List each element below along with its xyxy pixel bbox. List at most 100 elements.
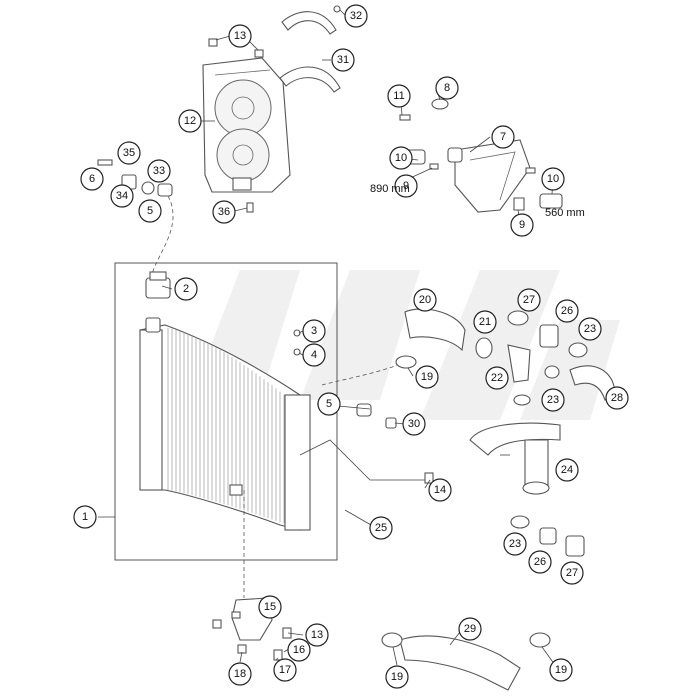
lower-fittings: [510, 515, 585, 557]
y-hose: [469, 422, 561, 495]
callout-5-left: 5: [138, 199, 162, 223]
svg-text:18: 18: [234, 668, 246, 680]
callout-9-left: 9: [394, 174, 418, 198]
callout-21: 21: [473, 310, 497, 334]
callout-23-lower: 23: [503, 532, 527, 556]
svg-text:12: 12: [184, 115, 196, 127]
svg-text:13: 13: [234, 30, 246, 42]
svg-text:6: 6: [89, 173, 95, 185]
upper-hose-group: [404, 308, 616, 406]
callout-29: 29: [458, 617, 482, 641]
svg-text:19: 19: [391, 671, 403, 683]
svg-text:22: 22: [491, 372, 503, 384]
callout-22: 22: [485, 366, 509, 390]
callout-18: 18: [228, 662, 252, 686]
svg-text:15: 15: [264, 601, 276, 613]
svg-text:8: 8: [444, 82, 450, 94]
callout-13-top: 13: [228, 24, 252, 48]
svg-text:34: 34: [116, 190, 128, 202]
svg-text:19: 19: [555, 664, 567, 676]
svg-text:5: 5: [326, 398, 332, 410]
callout-13-bottom: 13: [305, 623, 329, 647]
callout-7: 7: [491, 125, 515, 149]
callout-12: 12: [178, 109, 202, 133]
callout-34: 34: [110, 184, 134, 208]
svg-text:11: 11: [393, 90, 404, 102]
callout-28: 28: [605, 386, 629, 410]
callout-20: 20: [413, 288, 437, 312]
callout-19-lower-right: 19: [549, 658, 573, 682]
svg-text:20: 20: [419, 294, 431, 306]
svg-text:27: 27: [566, 567, 578, 579]
svg-text:2: 2: [183, 283, 189, 295]
callout-15: 15: [258, 595, 282, 619]
callout-35: 35: [117, 141, 141, 165]
fan-cover-parts: [279, 5, 341, 93]
callout-30: 30: [402, 412, 426, 436]
callout-11: 11: [387, 84, 411, 108]
svg-text:14: 14: [434, 484, 446, 496]
svg-text:5: 5: [147, 205, 153, 217]
callout-2: 2: [174, 277, 198, 301]
radiator-cap: [145, 271, 171, 299]
callout-27-upper: 27: [517, 288, 541, 312]
callout-19-upper: 19: [415, 365, 439, 389]
callout-5-right: 5: [317, 392, 341, 416]
callout-24: 24: [555, 458, 579, 482]
svg-text:32: 32: [350, 10, 362, 22]
svg-text:30: 30: [408, 418, 420, 430]
callout-4: 4: [302, 343, 326, 367]
svg-text:3: 3: [311, 325, 317, 337]
svg-text:1: 1: [82, 511, 88, 523]
callout-26-lower: 26: [528, 550, 552, 574]
leader-lines: [98, 9, 556, 666]
svg-text:26: 26: [561, 305, 573, 317]
callout-9-right: 9: [510, 213, 534, 237]
svg-text:23: 23: [547, 394, 559, 406]
svg-text:35: 35: [123, 147, 135, 159]
svg-text:21: 21: [479, 316, 491, 328]
callout-1: 1: [73, 505, 97, 529]
svg-text:7: 7: [500, 131, 506, 143]
lower-hose: [381, 632, 551, 691]
svg-text:36: 36: [218, 206, 230, 218]
svg-text:23: 23: [509, 538, 521, 550]
svg-text:10: 10: [395, 152, 407, 164]
callout-26-upper: 26: [555, 299, 579, 323]
svg-text:27: 27: [523, 294, 535, 306]
svg-text:31: 31: [337, 54, 349, 66]
callout-23-upper: 23: [578, 317, 602, 341]
callout-3: 3: [302, 319, 326, 343]
radiator-core: [139, 317, 311, 531]
callout-19-lower-left: 19: [385, 665, 409, 689]
svg-text:24: 24: [561, 464, 573, 476]
fan-shroud: [202, 57, 291, 193]
callout-31: 31: [331, 48, 355, 72]
callout-27-lower: 27: [560, 561, 584, 585]
dimension-label-560: 560 mm: [545, 207, 585, 219]
svg-text:4: 4: [311, 349, 317, 361]
svg-text:19: 19: [421, 371, 433, 383]
svg-text:9: 9: [519, 219, 525, 231]
svg-text:13: 13: [311, 629, 323, 641]
callout-33: 33: [147, 159, 171, 183]
svg-text:28: 28: [611, 392, 623, 404]
svg-text:25: 25: [375, 522, 387, 534]
expansion-tank: [399, 98, 563, 213]
callout-36: 36: [212, 200, 236, 224]
callout-25: 25: [369, 516, 393, 540]
svg-text:16: 16: [293, 644, 305, 656]
dimension-label-890: 890 mm: [370, 183, 410, 195]
callout-14: 14: [428, 478, 452, 502]
svg-text:9: 9: [403, 180, 409, 192]
svg-text:17: 17: [279, 664, 291, 676]
callout-17: 17: [273, 658, 297, 682]
svg-text:23: 23: [584, 323, 596, 335]
callouts: 1 2 3 4 5 5 6 7 8 9 9 10 10 11 12 13 13 …: [73, 4, 629, 689]
radiator-fasteners: [293, 329, 434, 484]
callout-23-middle: 23: [541, 388, 565, 412]
callout-10-right: 10: [541, 167, 565, 191]
svg-text:10: 10: [547, 173, 559, 185]
svg-text:33: 33: [153, 165, 165, 177]
